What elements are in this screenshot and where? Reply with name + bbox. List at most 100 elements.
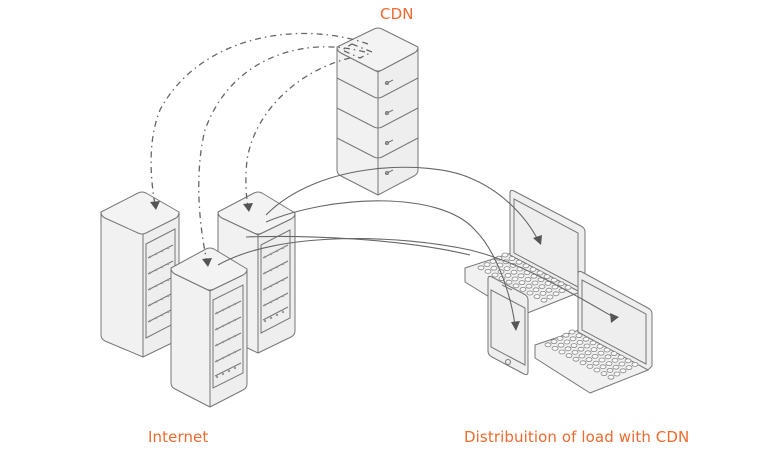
indicator-dot <box>160 249 164 253</box>
key <box>564 284 572 290</box>
key <box>511 276 519 282</box>
key <box>591 353 599 359</box>
key <box>525 283 533 289</box>
indicator-dot <box>215 359 219 363</box>
indicator-dot <box>269 300 273 304</box>
key <box>533 294 541 300</box>
indicator-dot <box>281 246 285 250</box>
indicator-dot <box>227 353 231 357</box>
indicator-dot <box>148 287 152 291</box>
key <box>557 342 565 348</box>
key <box>589 340 597 346</box>
key <box>624 358 632 364</box>
laptop-icon <box>534 270 653 394</box>
key <box>529 266 537 272</box>
indicator-dot <box>275 265 279 269</box>
key <box>606 367 614 373</box>
curve <box>265 166 539 241</box>
key <box>582 336 590 342</box>
key <box>537 277 545 283</box>
key <box>522 263 530 269</box>
key <box>508 256 516 262</box>
key <box>575 333 583 339</box>
key <box>557 281 565 287</box>
indicator-dot <box>281 294 285 298</box>
key <box>625 365 633 371</box>
indicator-dot <box>227 369 231 373</box>
arrow-head-icon <box>202 258 212 267</box>
indicator-dot <box>221 356 225 360</box>
indicator-dot <box>221 340 225 344</box>
indicator-dot <box>281 262 285 266</box>
key <box>512 283 520 289</box>
key <box>584 350 592 356</box>
dash-arc <box>198 46 366 263</box>
key <box>592 360 600 366</box>
indicator-dot <box>154 316 158 320</box>
dash-arc <box>245 57 351 208</box>
key <box>484 268 492 274</box>
key <box>611 357 619 363</box>
indicator-dot <box>227 321 231 325</box>
key <box>600 371 608 377</box>
key <box>524 276 532 282</box>
dash-arc <box>150 32 369 206</box>
key <box>607 374 615 380</box>
indicator-dot <box>215 311 219 315</box>
key <box>617 354 625 360</box>
distribution-label: Distribuition of load with CDN <box>464 428 690 446</box>
key <box>544 342 552 348</box>
indicator-dot <box>221 372 225 376</box>
key <box>517 273 525 279</box>
key <box>545 287 553 293</box>
key <box>504 272 512 278</box>
key <box>585 357 593 363</box>
key <box>578 353 586 359</box>
key <box>583 343 591 349</box>
indicator-dot <box>166 262 170 266</box>
key <box>604 354 612 360</box>
smartphone-icon <box>487 275 529 376</box>
indicator-dot <box>269 268 273 272</box>
indicator-dot <box>233 350 237 354</box>
key <box>505 279 513 285</box>
key <box>515 259 523 265</box>
key <box>538 284 546 290</box>
key <box>550 277 558 283</box>
key <box>519 286 527 292</box>
indicator-dot <box>148 303 152 307</box>
key <box>477 265 485 271</box>
indicator-dot <box>148 271 152 275</box>
key <box>550 339 558 345</box>
indicator-dot <box>263 303 267 307</box>
server-to-device-curves <box>217 166 616 326</box>
key <box>491 272 499 278</box>
key <box>586 363 594 369</box>
key <box>613 371 621 377</box>
key <box>503 266 511 272</box>
indicator-dot <box>269 252 273 256</box>
cdn-to-server-arcs <box>150 32 374 263</box>
indicator-dot <box>215 327 219 331</box>
key <box>536 270 544 276</box>
arrow-head-icon <box>150 201 160 210</box>
key <box>531 280 539 286</box>
indicator-dot <box>227 337 231 341</box>
key <box>501 252 509 258</box>
key <box>546 294 554 300</box>
indicator-dot <box>148 319 152 323</box>
indicator-dot <box>154 284 158 288</box>
indicator-dot <box>233 334 237 338</box>
indicator-dot <box>263 287 267 291</box>
key <box>563 339 571 345</box>
indicator-dot <box>281 310 285 314</box>
indicator-dot <box>233 302 237 306</box>
arrow-head-icon <box>610 313 619 323</box>
key <box>483 262 491 268</box>
indicator-dot <box>166 294 170 298</box>
indicator-dot <box>275 297 279 301</box>
key <box>618 361 626 367</box>
indicator-dot <box>154 252 158 256</box>
indicator-dot <box>160 281 164 285</box>
